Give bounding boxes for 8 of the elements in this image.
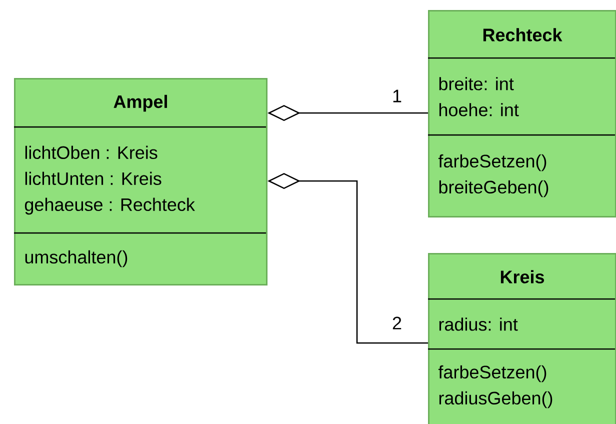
multiplicity-label: 1 xyxy=(391,88,403,104)
multiplicity-label: 2 xyxy=(391,316,403,330)
class-compartment: farbeSetzen() breiteGeben() xyxy=(438,154,548,198)
class-compartment: lichtOben : Kreis lichtUnten : Kreis gehaeuse : Rechteck xyxy=(24,146,195,215)
class-compartment: umschalten() xyxy=(25,250,128,268)
class-compartment: farbeSetzen() radiusGeben() xyxy=(438,365,552,408)
class-compartment: radius: int xyxy=(439,318,518,331)
class-compartment: breite: int hoehe: int xyxy=(439,77,519,116)
